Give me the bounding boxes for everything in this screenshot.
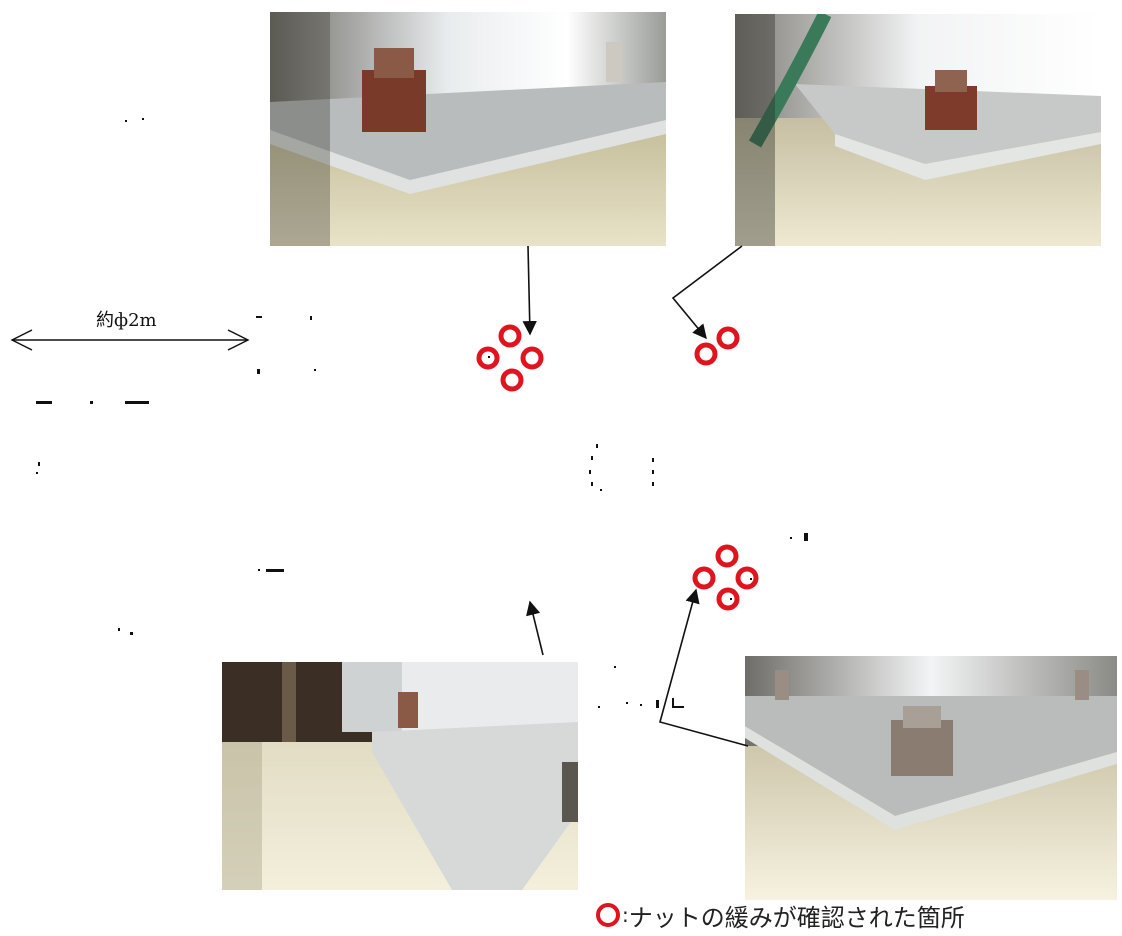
marker-ring [715, 544, 739, 568]
marker-ring [476, 346, 500, 370]
legend: : ナットの緩みが確認された箇所 [596, 898, 965, 932]
marker-ring [735, 566, 759, 590]
arrow-top-right [671, 245, 743, 340]
marker-ring [500, 368, 524, 392]
photo-top-right [735, 14, 1101, 246]
photo-top-left [270, 12, 666, 246]
legend-text: ナットの緩みが確認された箇所 [628, 903, 965, 932]
marker-ring [498, 324, 522, 348]
marker-ring [694, 342, 718, 366]
photo-bottom-right [745, 656, 1117, 900]
arrow-bottom-left [526, 600, 544, 656]
photo-bottom-left [222, 662, 578, 890]
dimension-line [10, 329, 250, 351]
leader-arrows [522, 245, 749, 747]
marker-ring [520, 346, 544, 370]
marker-ring [692, 566, 716, 590]
legend-marker-icon [596, 903, 620, 927]
marker-ring [716, 326, 740, 350]
legend-separator: : [622, 903, 629, 927]
scan-specks [36, 118, 808, 708]
dimension-label: 約ф2m [96, 310, 157, 331]
marker-group-top-left [476, 324, 544, 392]
marker-group-bottom-right [692, 544, 759, 611]
marker-ring [716, 587, 740, 611]
arrow-top-left [522, 245, 537, 336]
arrow-bottom-right [659, 588, 749, 747]
marker-group-top-right [694, 326, 740, 366]
